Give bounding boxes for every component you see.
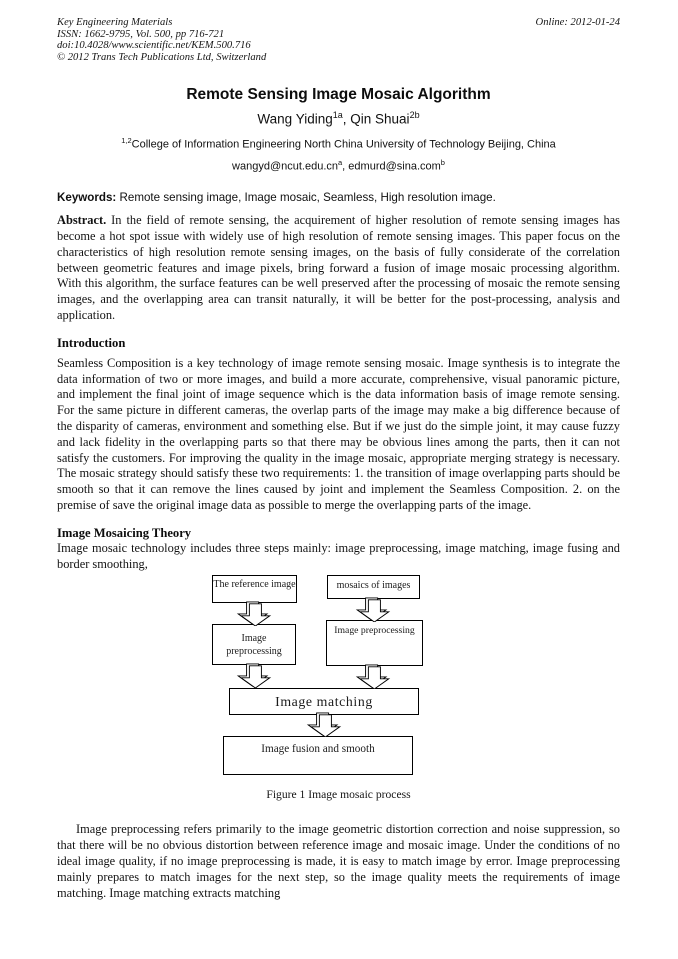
figure-1: The reference image mosaics of images Im… (57, 575, 620, 801)
journal-info: Key Engineering Materials ISSN: 1662-979… (57, 17, 266, 63)
email-2-sup: b (440, 157, 445, 167)
journal-title: Key Engineering Materials (57, 17, 173, 28)
affiliation-line: 1,2College of Information Engineering No… (57, 136, 620, 151)
down-arrow-icon (355, 597, 391, 623)
online-date: Online: 2012-01-24 (535, 17, 620, 28)
journal-copyright: © 2012 Trans Tech Publications Ltd, Swit… (57, 51, 267, 63)
author-line: Wang Yiding1a, Qin Shuai2b (57, 110, 620, 127)
paper-title: Remote Sensing Image Mosaic Algorithm (186, 86, 491, 104)
author-separator: , (342, 111, 351, 127)
flowchart-box-mosaics-of-images: mosaics of images (327, 575, 420, 600)
author-1: Wang Yiding (257, 111, 333, 127)
down-arrow-icon (306, 712, 342, 738)
flowchart-canvas: The reference image mosaics of images Im… (57, 575, 620, 776)
abstract-label: Abstract. (57, 213, 107, 228)
down-arrow-icon (236, 663, 272, 689)
flowchart-box-image-fusion-and-smooth: Image fusion and smooth (223, 736, 413, 776)
figure-caption: Figure 1 Image mosaic process (266, 788, 411, 802)
journal-doi: doi:10.4028/www.scientific.net/KEM.500.7… (57, 40, 251, 52)
email-1: wangyd@ncut.edu.cn (232, 160, 338, 173)
email-1-sup: a (338, 157, 343, 167)
email-separator: , (342, 160, 349, 173)
flowchart-box-reference-image: The reference image (212, 575, 297, 604)
introduction-paragraph: Seamless Composition is a key technology… (57, 355, 620, 512)
down-arrow-icon (236, 601, 272, 627)
keywords-line: Keywords: Remote sensing image, Image mo… (57, 191, 620, 204)
email-line: wangyd@ncut.edu.cna, edmurd@sina.comb (57, 158, 620, 173)
theory-paragraph: Image mosaic technology includes three s… (57, 540, 620, 571)
flowchart-box-image-preprocessing-left: Image preprocessing (212, 624, 296, 666)
flowchart-box-image-preprocessing-right: Image preprocessing (326, 620, 423, 667)
abstract-paragraph: Abstract. In the field of remote sensing… (57, 213, 620, 324)
abstract-text: In the field of remote sensing, the acqu… (57, 213, 620, 322)
affiliation-text: College of Information Engineering North… (131, 138, 556, 151)
author-2: Qin Shuai (350, 111, 410, 127)
journal-issn: ISSN: 1662-9795, Vol. 500, pp 716-721 (57, 28, 225, 40)
keywords-label: Keywords: (57, 191, 117, 205)
author-2-sup: 2b (409, 110, 420, 121)
introduction-heading: Introduction (57, 335, 126, 350)
keywords-text: Remote sensing image, Image mosaic, Seam… (116, 191, 496, 205)
flowchart-box-image-matching: Image matching (229, 688, 419, 716)
theory-heading: Image Mosaicing Theory (57, 525, 192, 540)
down-arrow-icon (355, 664, 391, 690)
journal-masthead: Key Engineering Materials ISSN: 1662-979… (57, 17, 620, 63)
affiliation-sup: 1,2 (121, 135, 132, 145)
after-figure-paragraph: Image preprocessing refers primarily to … (57, 822, 620, 900)
email-2: edmurd@sina.com (348, 160, 441, 173)
author-1-sup: 1a (332, 110, 343, 121)
